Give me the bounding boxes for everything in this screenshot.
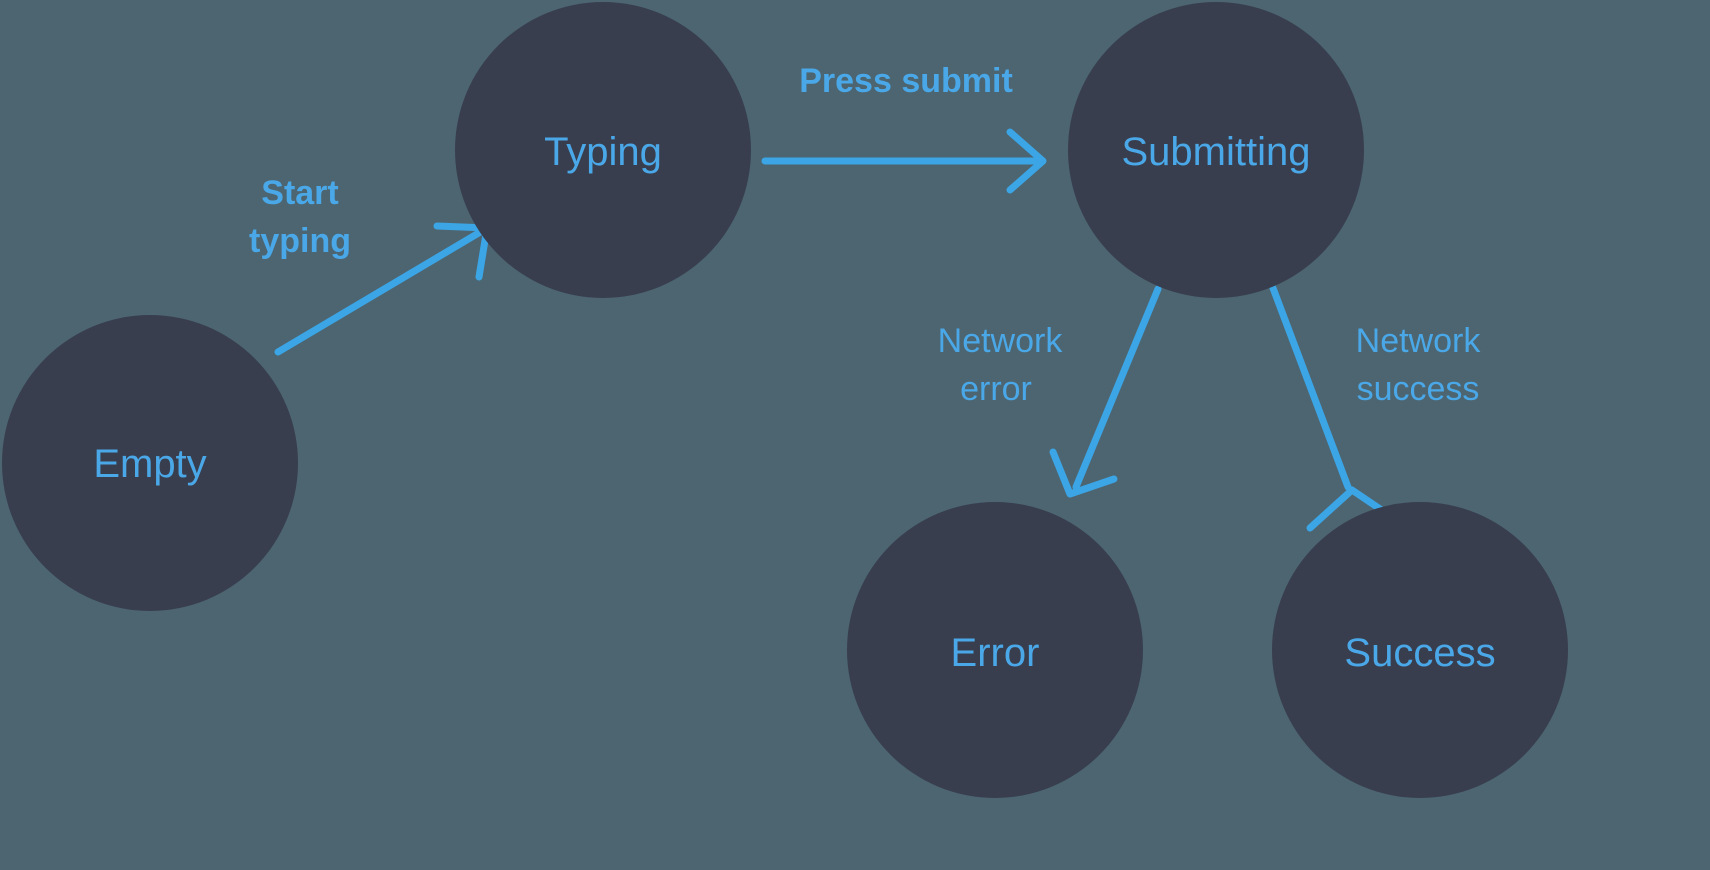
edge-label-network-error-line2: error [960,370,1032,408]
edge-network-error-arrowhead [1049,448,1118,498]
edge-label-start-typing-line2: typing [249,222,351,260]
node-success[interactable]: Success [1272,502,1568,798]
node-typing-label: Typing [544,130,662,174]
edge-network-error[interactable] [1049,285,1162,498]
node-error[interactable]: Error [847,502,1143,798]
node-error-circle [847,502,1143,798]
edge-label-press-submit-line1: Press submit [799,62,1013,100]
edge-label-network-success-line1: Network [1356,322,1482,360]
edge-label-network-error-line1: Network [938,322,1064,360]
edge-label-start-typing-line1: Start [261,174,338,212]
node-success-label: Success [1344,631,1495,675]
node-error-label: Error [951,631,1040,675]
node-empty[interactable]: Empty [2,315,298,611]
edge-label-start-typing: Start typing [249,174,351,260]
edge-network-success[interactable] [1269,284,1390,532]
edge-label-network-success-line2: success [1357,370,1480,408]
edge-label-press-submit: Press submit [799,62,1013,100]
node-empty-circle [2,315,298,611]
node-empty-label: Empty [93,442,206,486]
edge-network-success-arrowhead [1306,486,1390,532]
edge-network-error-line [1072,285,1162,491]
edge-label-network-success: Network success [1356,322,1482,408]
node-submitting-label: Submitting [1122,130,1311,174]
edge-start-typing-line [274,227,486,356]
node-submitting[interactable]: Submitting [1068,2,1364,298]
node-typing[interactable]: Typing [455,2,751,298]
edge-press-submit[interactable] [761,128,1047,194]
node-submitting-circle [1068,2,1364,298]
edge-label-network-error: Network error [938,322,1064,408]
edge-network-success-line [1269,284,1352,491]
edge-press-submit-arrowhead [1006,128,1047,194]
node-typing-circle [455,2,751,298]
node-success-circle [1272,502,1568,798]
